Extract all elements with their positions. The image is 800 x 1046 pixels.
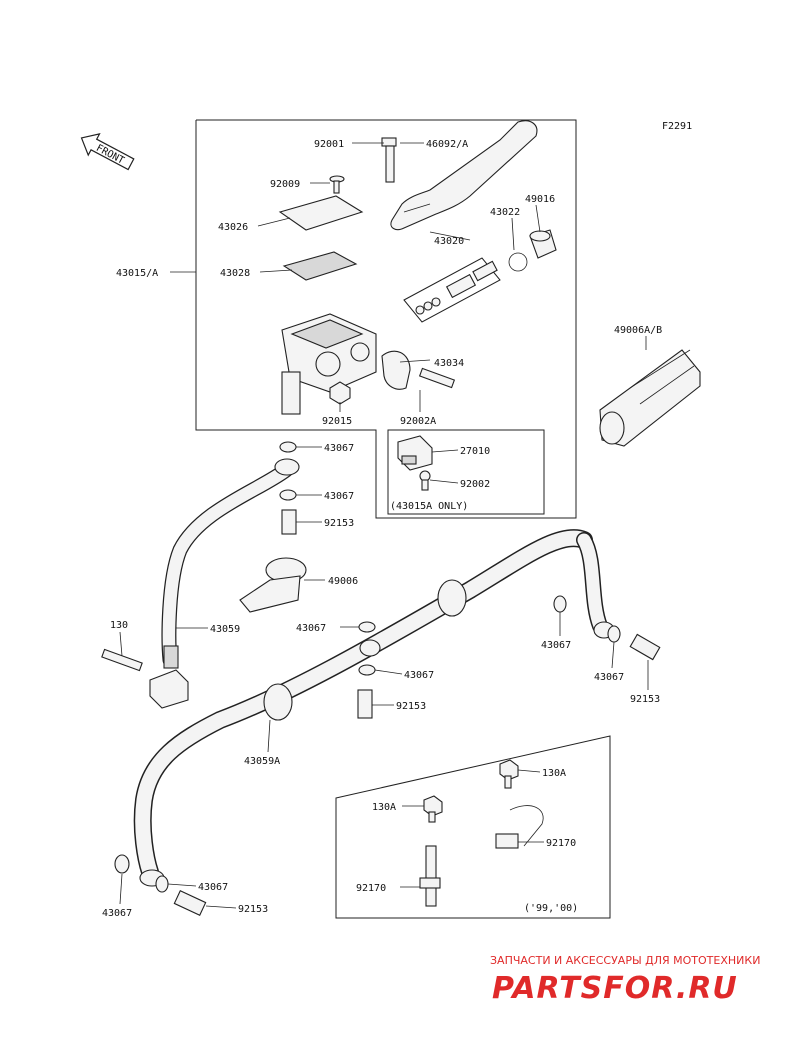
screw-92002 [419, 470, 431, 491]
washer-43067-c [358, 621, 376, 633]
label-43067-b: 43067 [324, 491, 354, 502]
label-43015a-only: (43015A ONLY) [390, 501, 468, 512]
label-49006: 49006 [328, 576, 358, 587]
label-43059a: 43059A [244, 756, 280, 767]
brake-hose-43059a [133, 529, 615, 887]
label-43026: 43026 [218, 222, 248, 233]
label-49006ab: 49006A/B [614, 325, 662, 336]
reservoir-cap-43026 [278, 195, 364, 231]
front-arrow-icon: FRONT [80, 133, 135, 171]
washer-43067-g [114, 854, 130, 874]
brake-lever [390, 120, 538, 231]
label-92153-b: 92153 [396, 701, 426, 712]
nut-92015 [329, 381, 351, 405]
label-130: 130 [110, 620, 128, 631]
switch-27010 [397, 435, 433, 471]
label-43067-e: 43067 [541, 640, 571, 651]
label-43020: 43020 [434, 236, 464, 247]
clamp-43034 [381, 350, 456, 390]
label-43034: 43034 [434, 358, 464, 369]
fitting-block [101, 648, 189, 709]
clamp-92170-lower [419, 845, 441, 907]
piston-kit-43020 [403, 257, 501, 323]
label-92002a: 92002A [400, 416, 436, 427]
bolt-130a-upper [499, 759, 519, 789]
label-43059: 43059 [210, 624, 240, 635]
washer-43067-d [358, 664, 376, 676]
master-cylinder-body [281, 313, 377, 415]
banjo-bolt-92153-b [357, 689, 373, 719]
leader-lines [119, 142, 649, 909]
lever-guard-49006ab [599, 349, 701, 447]
label-92002: 92002 [460, 479, 490, 490]
label-92001: 92001 [314, 139, 344, 150]
washer-43067-h [155, 875, 169, 893]
label-130a-lower: 130A [372, 802, 396, 813]
banjo-fitting-49006 [239, 557, 307, 613]
clamp-92170-upper [495, 805, 544, 849]
label-43067-g: 43067 [102, 908, 132, 919]
label-92015: 92015 [322, 416, 352, 427]
label-43067-f: 43067 [594, 672, 624, 683]
watermark: ЗАПЧАСТИ И АКСЕССУАРЫ ДЛЯ МОТОТЕХНИКИ PA… [490, 954, 760, 1006]
label-43022: 43022 [490, 207, 520, 218]
watermark-tagline: ЗАПЧАСТИ И АКСЕССУАРЫ ДЛЯ МОТОТЕХНИКИ [490, 954, 760, 967]
label-130a-upper: 130A [542, 768, 566, 779]
washer-43067-e [553, 595, 567, 613]
label-years: ('99,'00) [524, 903, 578, 914]
diaphragm-43028 [282, 251, 358, 281]
label-49016: 49016 [525, 194, 555, 205]
banjo-bolt-92153-c [629, 633, 661, 661]
screw-92009 [329, 175, 345, 194]
watermark-brand: PARTSFOR.RU [492, 971, 738, 1006]
washer-43067-a [279, 441, 297, 453]
label-43067-a: 43067 [324, 443, 354, 454]
switch-inset-box [387, 429, 545, 515]
label-92170-upper: 92170 [546, 838, 576, 849]
label-43015a: 43015/A [116, 268, 158, 279]
washer-43067-f [607, 625, 621, 643]
banjo-bolt-92153-a [281, 509, 297, 535]
label-92153-c: 92153 [630, 694, 660, 705]
diagram-code: F2291 [662, 121, 692, 132]
label-43028: 43028 [220, 268, 250, 279]
label-92153-a: 92153 [324, 518, 354, 529]
assembly-box-43015a [195, 119, 577, 519]
washer-43067-b [279, 489, 297, 501]
label-92170-lower: 92170 [356, 883, 386, 894]
brake-hose-43059 [161, 458, 300, 669]
label-43067-d: 43067 [404, 670, 434, 681]
label-92009: 92009 [270, 179, 300, 190]
circlip-43022 [508, 252, 528, 272]
part-labels: 43015/A 92001 46092/A 92009 43026 43022 … [102, 139, 662, 919]
clamp-inset-box [335, 735, 611, 919]
label-46092a: 46092/A [426, 139, 468, 150]
label-27010: 27010 [460, 446, 490, 457]
bolt-130a-lower [423, 795, 443, 823]
bolt-92001 [381, 137, 397, 183]
label-43067-h: 43067 [198, 882, 228, 893]
label-92153-d: 92153 [238, 904, 268, 915]
label-43067-c: 43067 [296, 623, 326, 634]
boot-49016 [529, 229, 557, 259]
banjo-bolt-92153-d [173, 890, 207, 916]
